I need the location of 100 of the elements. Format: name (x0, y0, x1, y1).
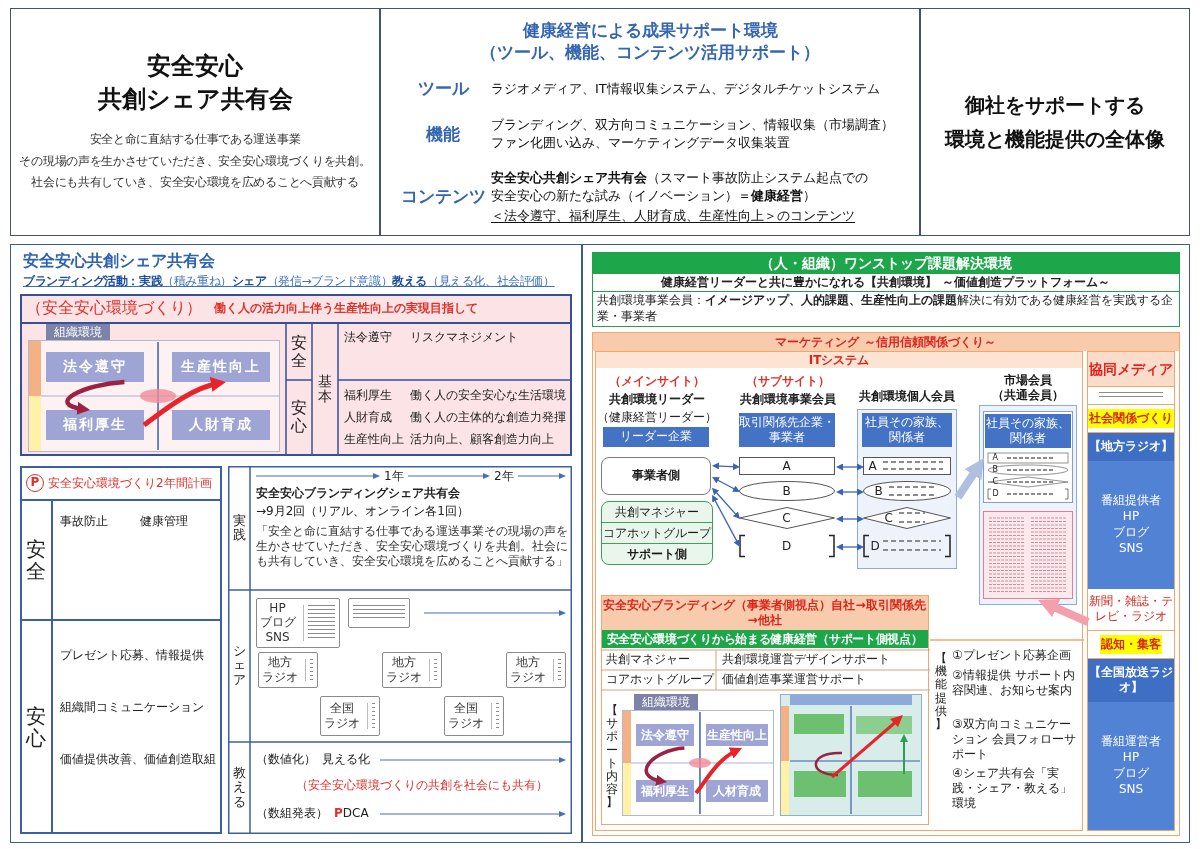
group-panel (600, 500, 713, 565)
banner-title: （人・組織）ワンストップ課題解決環境 (592, 252, 1179, 273)
block-title: 【全国放送ラジオ】 (1088, 663, 1174, 697)
double-arrow (836, 543, 864, 551)
table-text: 活力向上、顧客創造力向上 (410, 432, 554, 447)
row-heading: 安全 (291, 334, 307, 370)
role-box: 事業者側 (600, 456, 711, 495)
description: 共創環境事業会員：イメージアップ、人的課題、生産性向上の課題解決に有効である健康経営を実践する企業・事業者 (592, 290, 1179, 326)
info-panel (10, 8, 380, 236)
table-text: リスクマネジメント (410, 330, 518, 345)
title: 御社をサポートする環境と機能提供の全体像 (945, 92, 1165, 153)
shape-letter: D (870, 539, 880, 552)
year-label: 1年 (384, 469, 404, 484)
quote-text: 「安全と命に直結する仕事である運送事業その現場の声を生かさせていただき、安全安心環境づくりを共創。社会にも共有していき、安全安心環境を広めることへ貢献する」 (256, 524, 568, 569)
row-heading: 安心 (26, 705, 46, 749)
frame-heading: 共創環境個人会員 (857, 388, 956, 404)
row-heading: ツール (417, 77, 469, 101)
media-card (505, 651, 566, 688)
role-label: サポート側 (601, 542, 712, 564)
shape-letter: C (884, 511, 893, 524)
list-item: ブログ (1113, 766, 1149, 782)
panel (582, 244, 1190, 843)
list-item: ③双方向コミュニケーション 会員フォローサポート (952, 717, 1077, 762)
table-text: 人財育成 (344, 410, 392, 425)
list-item: HP (1122, 750, 1140, 766)
row-heading: 教える (233, 766, 246, 809)
event-title: 安全安心ブランディングシェア共有会 (256, 486, 460, 501)
panel-title: 安全安心共創シェア共有会 (23, 251, 215, 272)
cycle-label: PDCA (334, 806, 369, 821)
title: 安全安心共創シェア共有会 (97, 51, 293, 115)
title: 健康経営による成果サポート環境（ツール、機能、コンテンツ活用サポート） (480, 19, 820, 64)
table-text: 見える化 (322, 752, 370, 767)
media-card (319, 695, 380, 736)
schedule-note: →9月2回（リアル、オンライン各1回） (256, 504, 469, 519)
double-arrow (711, 487, 741, 519)
panel (10, 244, 582, 843)
row-heading: シェア (233, 644, 246, 687)
tagline: 健康経営リーダーと共に豊かになれる【共創環境】 ～価値創造プラットフォーム～ (592, 272, 1179, 291)
member-box: 社員その家族、関係者 (861, 412, 952, 447)
double-arrow (712, 494, 740, 547)
subheading: 働く人の活力向上伴う生産性向上の実現目指して (213, 300, 478, 317)
column-heading: 共創環境事業会員 (739, 392, 837, 407)
media-card (257, 651, 318, 688)
highlight-note: （安全安心環境づくりの共創を社会にも共有） (296, 778, 548, 793)
body-text: 安全安心共創シェア共有会（スマート事故防止システム起点での安全安心の新たな試み（イノベーション）＝健康経営） (491, 168, 869, 205)
card-text: 地方ラジオ (385, 655, 422, 684)
section-heading: 【サポート内容】 (606, 704, 618, 810)
row-heading: 安全 (26, 538, 46, 582)
card-text: 全国ラジオ (447, 701, 484, 730)
media-column (1087, 351, 1175, 831)
table-text: プレゼント応募、情報提供 (60, 648, 204, 663)
row-letter: B (992, 464, 998, 475)
shape-letter: B (874, 484, 883, 497)
table-text: コアホットグループ (606, 672, 714, 687)
double-arrow (712, 477, 740, 492)
section-heading: 【機能提供】 (935, 652, 947, 732)
double-arrow (836, 463, 864, 471)
row-heading: 実践 (233, 514, 246, 543)
list-item: 番組提供者 (1101, 493, 1161, 509)
table-text: （数組発表） (256, 806, 328, 821)
shape-letter: B (782, 484, 791, 497)
body-text: ラジオメディア、IT情報収集システム、デジタルチケットシステム (491, 79, 880, 98)
table-text: 組織間コミュニケーション (60, 700, 204, 715)
role-label: 共創マネジャー (613, 503, 700, 521)
row-heading: 安心 (291, 399, 307, 435)
double-arrow (836, 515, 864, 523)
shape-letter: A (868, 459, 877, 472)
column-heading: 共創環境リーダー (608, 392, 706, 407)
row-letter: A (992, 452, 998, 463)
section-frame (595, 351, 1083, 831)
list-item: ④シェア共有会「実践・シェア・教える」環境 (952, 766, 1073, 811)
info-panel (380, 8, 920, 236)
table-text: 福利厚生 (344, 388, 392, 403)
column-subheading: （健康経営リーダー） (597, 410, 717, 425)
member-box: リーダー企業 (602, 426, 709, 447)
list-item: SNS (1118, 541, 1144, 557)
member-box: 取引関係先企業・事業者 (738, 412, 835, 447)
row-heading: 基本 (318, 374, 332, 405)
frame-heading: 市場会員（共通会員） (990, 372, 1065, 403)
shape-letter: A (782, 459, 791, 472)
row-heading: 機能 (426, 122, 460, 146)
media-heading: 協同メディア (1088, 352, 1174, 387)
band-title: ITシステム (596, 352, 1082, 368)
list-item: SNS (1118, 782, 1144, 798)
list-item: HP (1122, 509, 1140, 525)
band-title: 安全安心ブランディング（事業者側視点）自社→取引関係先→他社 (601, 595, 928, 630)
list-item: ②情報提供 サポート内容関連、お知らせ案内 (952, 668, 1076, 698)
row-heading: コンテンツ (400, 185, 486, 209)
table-text: 共創マネジャー (606, 652, 690, 667)
bar-label: 社員その家族、関係者 (984, 413, 1071, 448)
media-card (443, 695, 504, 736)
card-text: 地方ラジオ (261, 655, 298, 684)
table-text: 事故防止 (60, 514, 108, 529)
table-text: 共創環境運営デザインサポート (722, 652, 890, 667)
double-arrow (712, 462, 740, 471)
table-text: 健康管理 (140, 514, 188, 529)
description: 安全と命に直結する仕事である運送事業その現場の声を生かさせていただき、安全安心環境づくりを共創。社会にも共有していき、安全安心環境を広めることへ貢献する (19, 131, 371, 192)
list-item: ブログ (1113, 525, 1149, 541)
block-arrow (954, 457, 985, 500)
double-arrow (836, 488, 864, 496)
